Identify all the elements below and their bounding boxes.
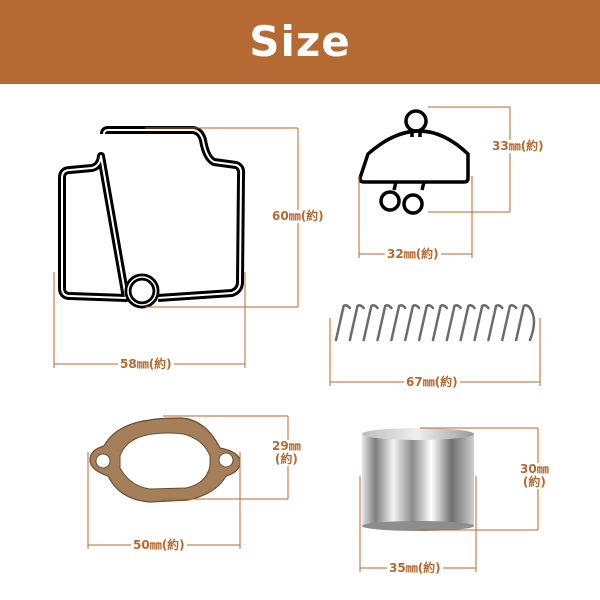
spring-coil: [501, 304, 518, 342]
top-gasket-width-label: 50㎜(約): [131, 538, 187, 552]
header-bar: [0, 0, 600, 84]
spring-coil: [390, 304, 407, 342]
valve-gasket-height-dimension: [428, 106, 511, 213]
tube-height-value: 30㎜: [520, 462, 549, 476]
coil-spring: [334, 304, 536, 342]
spring-coil: [459, 304, 476, 342]
top-gasket-height-suffix: (約): [274, 452, 298, 466]
tube-width-label: 35㎜(約): [387, 561, 443, 575]
spring-length-label: 67㎜(約): [404, 375, 460, 389]
spring-coil: [362, 304, 379, 342]
float-valve-gasket: [358, 109, 470, 215]
page-title: Size: [249, 17, 351, 66]
spring-coil: [348, 304, 365, 342]
spring-coil: [514, 304, 532, 342]
spring-coil: [487, 304, 504, 342]
float-gasket-width-dimension: [53, 272, 246, 368]
valve-gasket-width-dimension: [358, 176, 473, 258]
spring-coil: [417, 304, 435, 342]
tube-height-label: 30㎜ (約): [518, 463, 551, 489]
spring-coil: [445, 304, 462, 342]
top-gasket-height-label: 29㎜ (約): [270, 440, 303, 466]
top-gasket-height-value: 29㎜: [272, 439, 301, 453]
valve-gasket-height-label: 33㎜(約): [490, 139, 544, 153]
float-gasket-height-label: 60㎜(約): [270, 209, 326, 223]
spring-coil: [431, 304, 449, 342]
spring-coil: [473, 304, 490, 342]
spring-coil: [334, 304, 352, 342]
valve-gasket-width-label: 32㎜(約): [385, 247, 441, 261]
spring-coil: [376, 304, 393, 342]
float-gasket-width-label: 58㎜(約): [118, 357, 174, 371]
spring-end: [528, 306, 536, 342]
float-chamber-gasket: [58, 126, 246, 309]
chrome-tube: [362, 428, 474, 531]
spring-coil: [404, 304, 421, 342]
top-cover-gasket: [89, 417, 241, 503]
tube-height-suffix: (約): [522, 475, 546, 489]
